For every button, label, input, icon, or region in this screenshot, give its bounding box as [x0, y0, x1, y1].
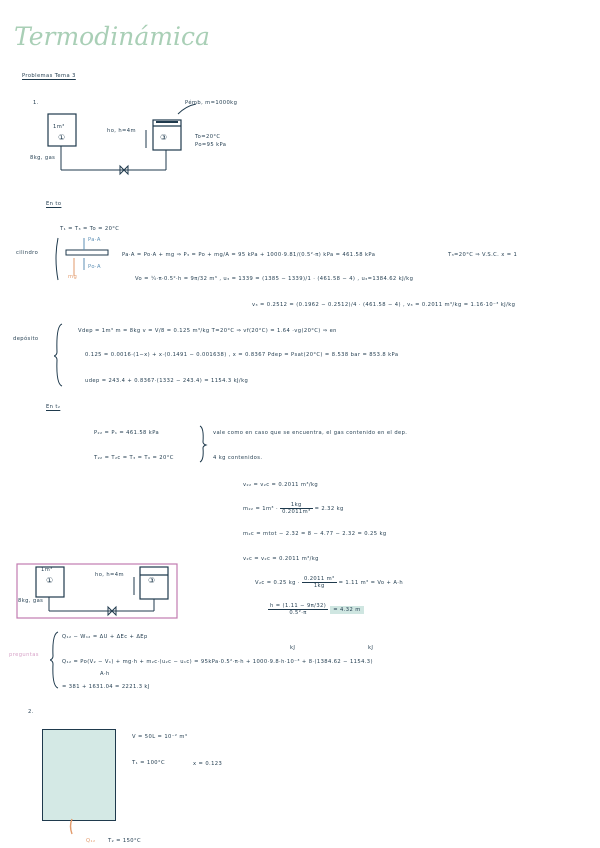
kj-label-2: kJ [368, 645, 374, 651]
height-eq: h = (1.11 − 9π/32)0.5²·π = 4.32 m [268, 603, 364, 616]
tank-volume: 1m³ [53, 124, 65, 130]
state-1-heading: En to [46, 201, 62, 207]
cylinder-id: ③ [160, 133, 168, 142]
deposito-brace [54, 323, 63, 387]
volume-eq: Vo = ¼·π·0.5²·h = 9π/32 m³ , u₃ = 1339 =… [135, 276, 414, 282]
state-2-line-1: P₂₂ = P₁ = 461.58 kPa [94, 430, 160, 436]
v22-line: v₂₂ = v₂c = 0.2011 m³/kg [243, 482, 319, 488]
preguntas-brace [50, 631, 59, 689]
ambient-pressure: Po=95 kPa [195, 142, 227, 148]
problem-2-volume: V = 50L = 10⁻² m³ [132, 734, 188, 740]
problem-2-number: 2. [28, 709, 34, 715]
cilindro-label: cilindro [16, 250, 39, 256]
height-result: = 4.32 m [330, 606, 364, 614]
heat-result: = 381 + 1631.04 = 2221.3 kJ [62, 684, 150, 690]
m2c-line: m₂c = mtot − 2.32 = 8 − 4.77 − 2.32 = 0.… [243, 531, 387, 537]
vsc-note: T₃=20°C ⇒ V.S.C. x = 1 [448, 252, 518, 258]
deposito-line-3: udep = 243.4 + 0.8367·(1332 − 243.4) = 1… [85, 378, 249, 384]
m22-denominator: 0.2011m³ [282, 509, 311, 515]
problem-2-temp-1: T₁ = 100°C [132, 760, 166, 766]
force-up-label: Pa·A [88, 237, 101, 243]
state-2-note-2: 4 kg contenidos. [213, 455, 263, 461]
page-title: Termodinámica [14, 22, 210, 51]
force-balance-eq: Pa·A = Po·A + mg ⇒ P₃ = Po + mg/A = 95 k… [122, 252, 376, 258]
problem-2-temp-2: T₂ = 150°C [108, 838, 142, 844]
section-heading: Problemas Tema 3 [22, 73, 76, 79]
piston-note: Pémb, m=1000kg [185, 100, 238, 106]
height-fraction: h = (1.11 − 9π/32)0.5²·π [268, 603, 329, 616]
tank-content-2: 8kg, gas [18, 598, 44, 604]
cylinder-id-2: ③ [148, 576, 156, 585]
height-denominator: 0.5²·π [289, 610, 307, 616]
V2c-numerator: 0.2011 m³ [301, 576, 337, 583]
m22-left: m₂₂ = 1m³ · [243, 506, 278, 512]
tank-content: 8kg, gas [30, 155, 56, 161]
state-2-line-2: T₂₂ = T₂c = T₃ = T₀ = 20°C [94, 455, 174, 461]
problem-2-quality: x = 0.123 [193, 761, 223, 767]
state-1-temps: T₁ = T₃ = To = 20°C [60, 226, 120, 232]
specific-volume-eq: v₃ = 0.2512 = (0.1962 − 0.2512)/4 · (461… [252, 302, 516, 308]
weight-label: mg [68, 274, 78, 280]
state-2-note-1: vale como en caso que se encuentra, el g… [213, 430, 408, 436]
problem-1-number: 1. [33, 100, 39, 106]
V2c-denominator: 1kg [313, 583, 325, 589]
V2c-left: V₂c = 0.25 kg · [255, 580, 300, 586]
tank-volume-2: 1m³ [41, 567, 53, 573]
v2c-line: v₂c = v₂c = 0.2011 m³/kg [243, 556, 319, 562]
tank-id: ① [58, 133, 66, 142]
preguntas-label: preguntas [9, 652, 39, 658]
tank-cylinder-diagram-1 [47, 103, 197, 176]
m22-result: = 2.32 kg [314, 506, 344, 512]
tank-id-2: ① [46, 576, 54, 585]
state-2-brace [199, 425, 208, 463]
state-2-heading: En t₂ [46, 404, 61, 410]
ambient-temp: To=20°C [195, 134, 221, 140]
deposito-label: depósito [13, 336, 39, 342]
height-label-2: ho, h=4m [95, 572, 124, 578]
V2c-result: = 1.11 m³ = Vo + A·h [338, 580, 404, 586]
first-law-eq: Q₁₂ − W₁₂ = ΔU + ΔEc + ΔEp [62, 634, 148, 640]
tank-cylinder-diagram-2 [16, 563, 178, 619]
problem-2-tank [42, 729, 116, 821]
m22-numerator: 1kg [280, 502, 313, 509]
deposito-line-1: Vdep = 1m³ m = 8kg v = V/8 = 0.125 m³/kg… [78, 328, 337, 334]
piston-free-body-diagram [55, 237, 109, 281]
deposito-line-2: 0.125 = 0.0016·(1−x) + x·(0.1491 − 0.001… [85, 352, 399, 358]
heat-eq: Q₁₂ = Po(V₂ − V₁) + mg·h + m₂c·(u₂c − u₁… [62, 659, 373, 665]
heat-arrow-icon [69, 818, 73, 835]
height-numerator: h = (1.11 − 9π/32) [268, 603, 329, 610]
problem-2-heat: Q₁₂ [86, 838, 96, 844]
height-label: ho, h=4m [107, 128, 136, 134]
force-down-label: Po·A [88, 264, 101, 270]
kj-label-1: kJ [290, 645, 296, 651]
area-height-sub: A·h [100, 671, 110, 677]
